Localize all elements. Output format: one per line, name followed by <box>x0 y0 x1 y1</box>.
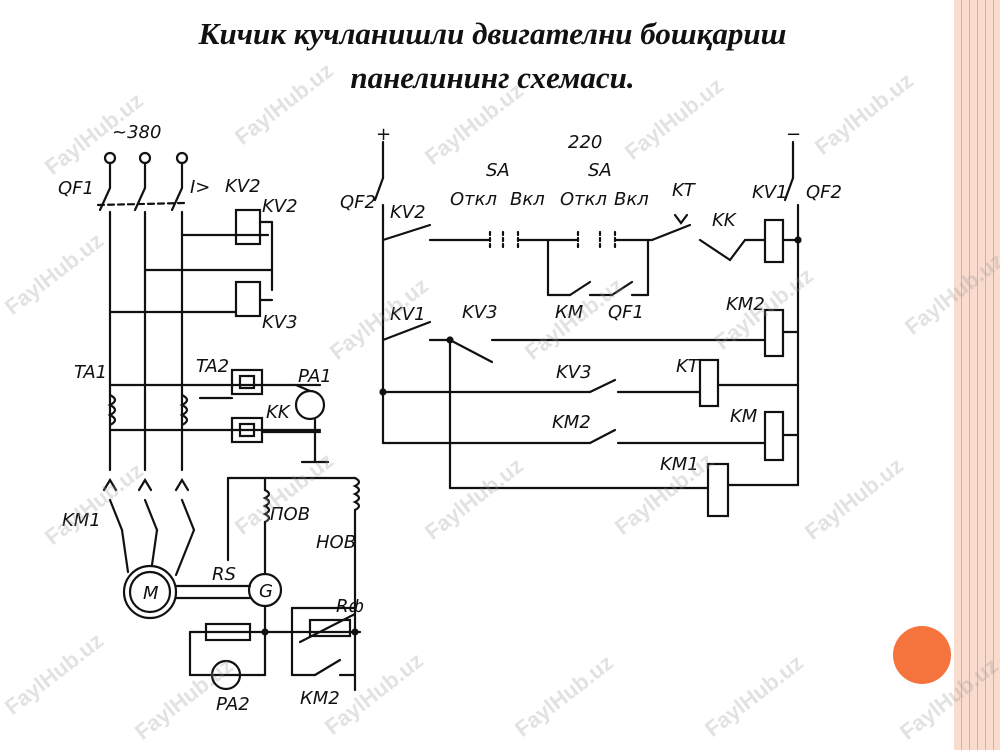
label-otkl-2: Откл <box>560 189 607 210</box>
label-pa1: PA1 <box>298 366 332 387</box>
label-km2-bottom: КМ2 <box>300 688 340 709</box>
km-contact <box>568 280 592 297</box>
label-kv2-contact: KV2 <box>390 202 426 223</box>
label-kt-coil: KT <box>676 356 701 377</box>
title-line-1: Кичик кучланишли двигателни бошқариш <box>198 16 787 51</box>
label-qf2-left: QF2 <box>340 192 376 213</box>
diagram-labels: ~380 QF1 I> KV2 KV2 KV3 TA1 TA2 PA1 KK K… <box>58 122 842 715</box>
title-line-2: панелининг схемаси. <box>350 60 635 95</box>
label-ta1: TA1 <box>74 362 107 383</box>
kv1-coil <box>763 218 785 264</box>
label-kv3-mid: KV3 <box>462 302 498 323</box>
border-stripe <box>993 0 994 750</box>
border-stripe <box>961 0 962 750</box>
power-circuit <box>96 151 362 692</box>
accent-circle <box>893 626 951 684</box>
kk-element <box>230 416 264 444</box>
label-km1-coil: KM1 <box>660 454 699 475</box>
label-km2-coil: KM2 <box>726 294 765 315</box>
label-vkl-2: Вкл <box>614 189 649 210</box>
qf1-switch <box>98 186 112 212</box>
terminal <box>175 151 189 165</box>
kv3-row-contact <box>588 378 617 394</box>
kv1-contact <box>381 320 432 342</box>
kv2-contact <box>381 223 432 242</box>
label-kk: KK <box>266 402 291 423</box>
label-pa2: PA2 <box>216 694 250 715</box>
border-stripe <box>985 0 986 750</box>
label-kv3-row: KV3 <box>556 362 592 383</box>
label-km-small: КМ <box>555 302 584 323</box>
kv3-contact <box>448 338 494 364</box>
label-220: 220 <box>568 132 602 153</box>
label-nov: НОВ <box>316 532 356 553</box>
pa1-meter <box>294 389 326 421</box>
label-i-gt: I> <box>190 177 210 198</box>
label-km-coil: KM <box>730 406 758 427</box>
terminal <box>138 151 152 165</box>
ta2-element <box>230 368 264 396</box>
ta2-coil <box>179 393 189 427</box>
qf2-right-switch <box>783 176 795 202</box>
qf1-contact <box>610 280 634 297</box>
label-qf2-right: QF2 <box>806 182 842 203</box>
label-plus: + <box>376 124 391 145</box>
motor-m <box>122 564 178 620</box>
label-kt-top: KT <box>672 180 697 201</box>
kv3-coil <box>234 280 262 318</box>
kt-coil <box>698 358 720 408</box>
kk-contact <box>698 238 732 262</box>
label-pov: ПОВ <box>270 504 310 525</box>
km2-row-contact <box>588 428 617 445</box>
kv2-coil <box>234 208 262 246</box>
label-kv2-a: KV2 <box>225 176 261 197</box>
qf2-left-switch <box>373 176 385 202</box>
label-otkl-1: Откл <box>450 189 497 210</box>
label-sa-2: SA <box>588 160 612 181</box>
label-km1: KM1 <box>62 510 101 531</box>
label-rf: Rф <box>336 596 364 617</box>
label-380: ~380 <box>112 122 161 143</box>
label-minus: − <box>786 124 801 145</box>
km1-coil <box>706 462 730 518</box>
label-kv1-mid: KV1 <box>390 304 426 325</box>
label-qf1: QF1 <box>58 178 94 199</box>
border-stripe <box>977 0 978 750</box>
km2-contact <box>313 658 342 677</box>
km1-contact <box>108 498 124 532</box>
ta1-coil <box>107 393 117 427</box>
label-vkl-1: Вкл <box>510 189 545 210</box>
label-kv2-b: KV2 <box>262 196 298 217</box>
nov-winding <box>352 476 361 512</box>
label-m: M <box>143 583 159 604</box>
kt-contact <box>650 223 692 242</box>
control-circuit <box>373 140 802 518</box>
label-sa-1: SA <box>486 160 510 181</box>
label-ta2: TA2 <box>196 356 229 377</box>
label-kk-top: KK <box>712 210 737 231</box>
pov-winding <box>262 488 271 524</box>
label-kv1-top: KV1 <box>752 182 788 203</box>
label-g: G <box>259 581 273 602</box>
resistor <box>204 622 252 642</box>
border-stripe <box>969 0 970 750</box>
label-qf1-small: QF1 <box>608 302 644 323</box>
label-rs: RS <box>212 564 236 585</box>
rf-resistor <box>308 618 352 638</box>
slide-title: Кичик кучланишли двигателни бошқариш пан… <box>0 12 985 100</box>
label-kv3: KV3 <box>262 312 298 333</box>
pa2-meter <box>210 659 242 691</box>
km-coil <box>763 410 785 462</box>
label-km2-row: KM2 <box>552 412 591 433</box>
terminal <box>103 151 117 165</box>
